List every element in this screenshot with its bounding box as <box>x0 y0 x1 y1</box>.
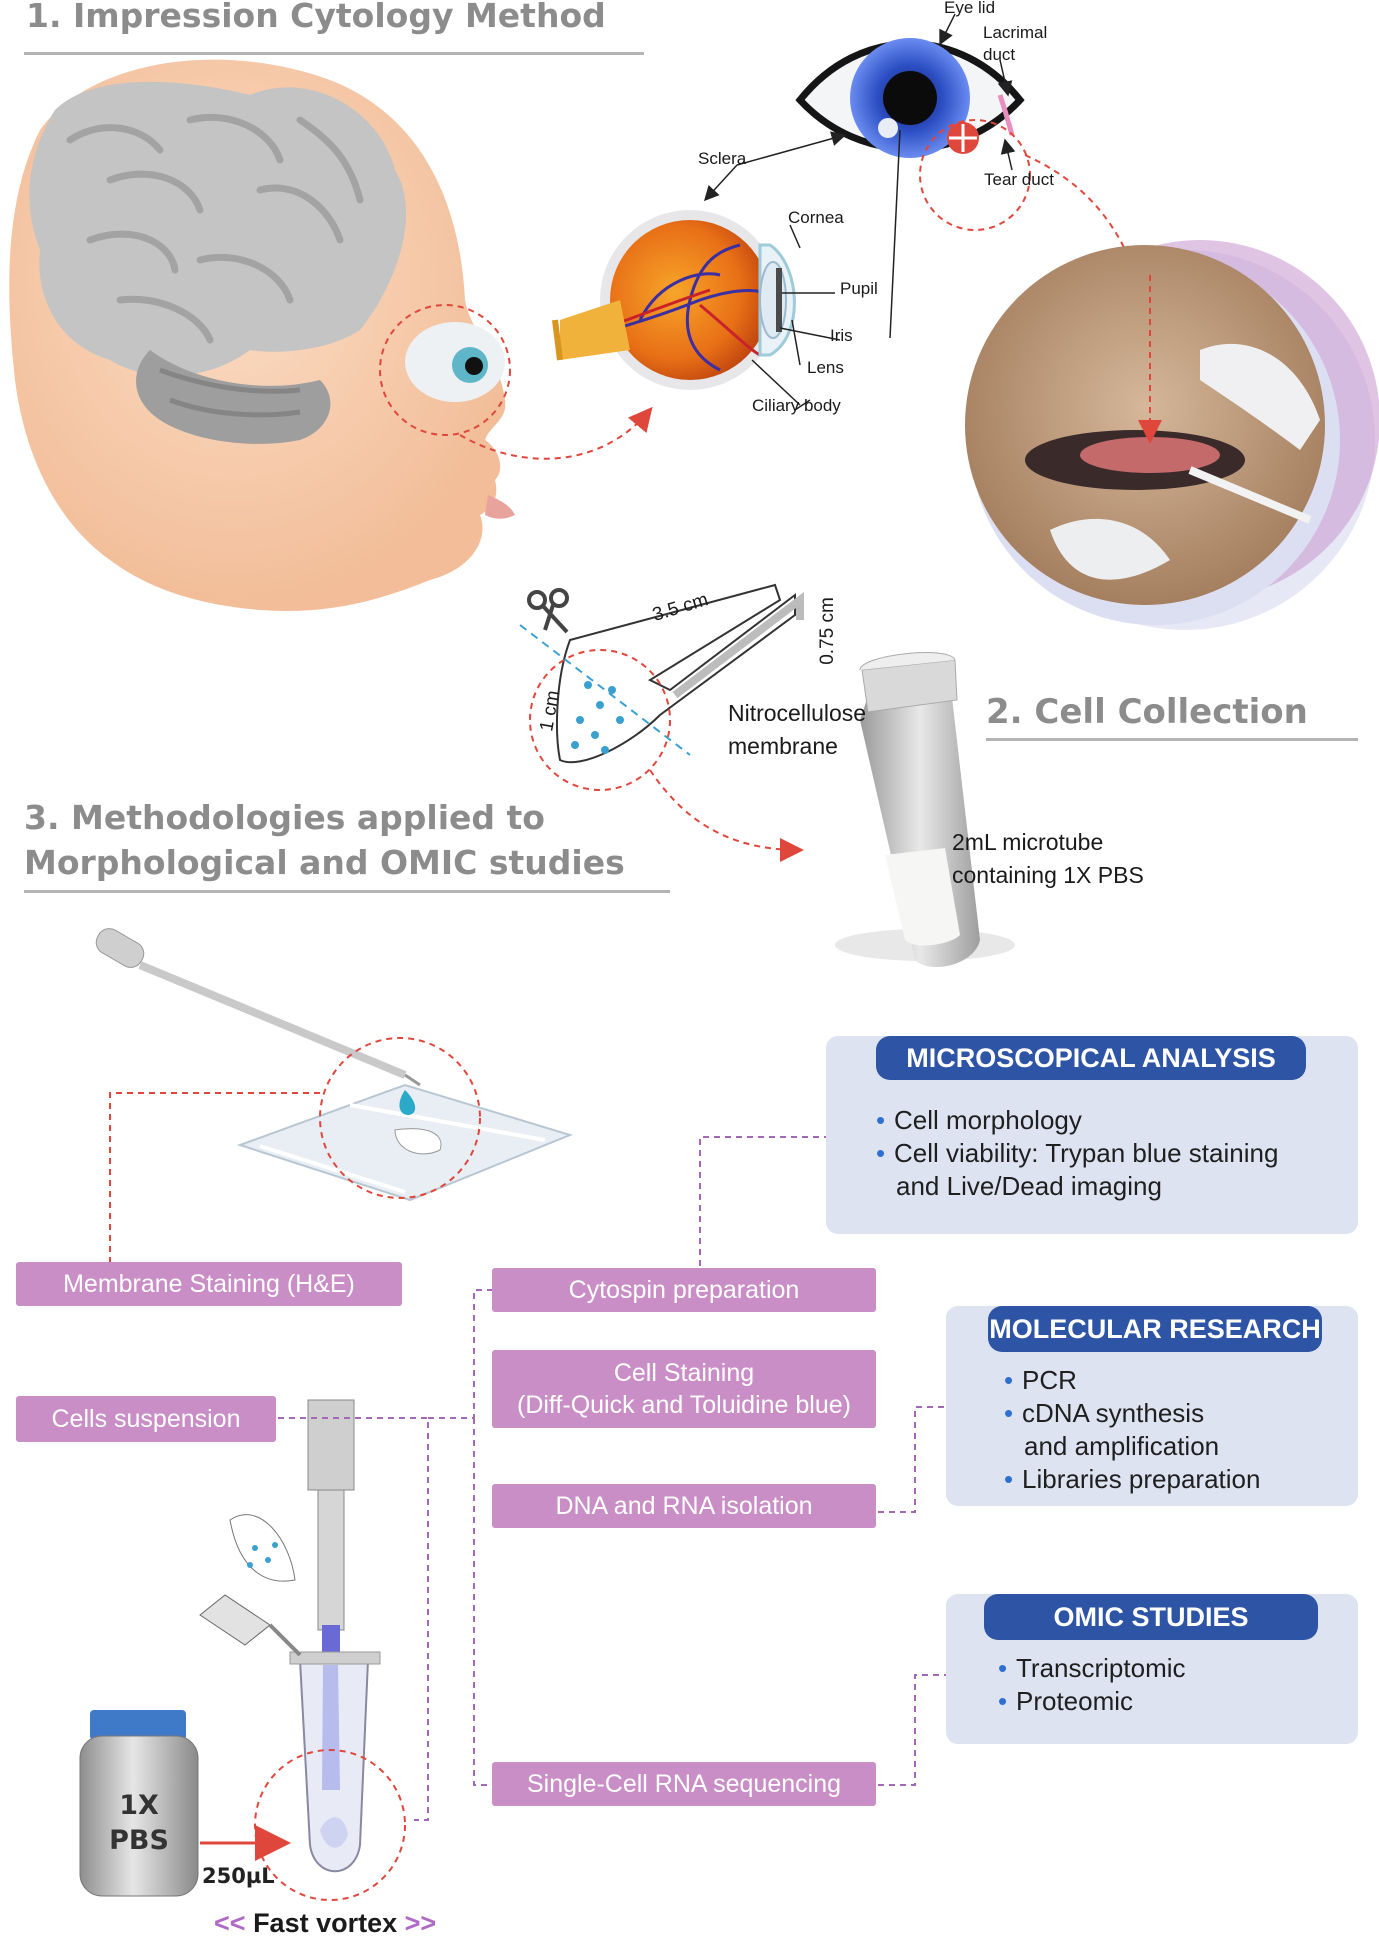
section-title-methodologies: 3. Methodologies applied to Morphologica… <box>24 798 625 882</box>
panel-omic-studies: OMIC STUDIES Transcriptomic Proteomic <box>946 1594 1358 1744</box>
panel-list: Cell morphology Cell viability: Trypan b… <box>876 1104 1278 1203</box>
step-cytospin[interactable]: Cytospin preparation <box>492 1268 876 1312</box>
step-membrane-staining[interactable]: Membrane Staining (H&E) <box>16 1262 402 1306</box>
pbs-volume: 250µL <box>202 1864 275 1888</box>
list-item: Cell viability: Trypan blue staining <box>876 1137 1278 1170</box>
label-eye-lid: Eye lid <box>944 0 996 17</box>
section-title-collection: 2. Cell Collection <box>986 692 1308 732</box>
list-item: and amplification <box>1024 1431 1220 1462</box>
chevrons-right-icon: >> <box>404 1908 437 1938</box>
title-rule <box>986 738 1358 741</box>
panel-title: MOLECULAR RESEARCH <box>988 1306 1322 1352</box>
section-title-impression: 1. Impression Cytology Method <box>26 0 606 35</box>
label-sclera: Sclera <box>698 149 747 168</box>
panel-list: Transcriptomic Proteomic <box>998 1652 1186 1718</box>
pipette-and-slide <box>95 928 573 1202</box>
title-rule <box>24 52 644 55</box>
list-item: Cell morphology <box>876 1104 1278 1137</box>
label-cornea: Cornea <box>788 208 844 227</box>
eyeball-cross-section <box>552 210 796 390</box>
step-cell-staining[interactable]: Cell Staining (Diff-Quick and Toluidine … <box>492 1350 876 1428</box>
list-item: cDNA synthesis <box>1004 1397 1260 1430</box>
nitrocellulose-membrane <box>519 583 804 764</box>
label-iris: Iris <box>830 326 853 345</box>
label-lacrimal-duct: Lacrimal duct <box>983 23 1048 65</box>
panel-title: OMIC STUDIES <box>984 1594 1318 1640</box>
step-cells-suspension[interactable]: Cells suspension <box>16 1396 276 1442</box>
panel-title: MICROSCOPICAL ANALYSIS <box>876 1036 1306 1080</box>
title-rule <box>24 890 670 893</box>
microtube-label: 2mL microtube containing 1X PBS <box>952 829 1144 889</box>
flow-connectors <box>278 1136 946 1821</box>
frontal-eye <box>795 38 1025 158</box>
chevrons-left-icon: << <box>214 1908 246 1938</box>
pbs-bottle-label: 1X PBS <box>109 1790 169 1857</box>
step-single-cell-rna[interactable]: Single-Cell RNA sequencing <box>492 1762 876 1806</box>
label-tear-duct: Tear duct <box>984 170 1054 189</box>
list-item: and Live/Dead imaging <box>896 1171 1162 1202</box>
panel-microscopical-analysis: MICROSCOPICAL ANALYSIS Cell morphology C… <box>826 1036 1358 1234</box>
membrane-width: 0.75 cm <box>816 597 838 665</box>
label-pupil: Pupil <box>840 279 878 298</box>
scissors-icon <box>527 588 569 634</box>
nitrocellulose-label: Nitrocellulose membrane <box>728 700 867 760</box>
microtube-illustration <box>835 652 1015 968</box>
label-pointers <box>703 13 1016 411</box>
list-item: Proteomic <box>998 1685 1186 1718</box>
panel-molecular-research: MOLECULAR RESEARCH PCR cDNA synthesis an… <box>946 1306 1358 1506</box>
panel-list: PCR cDNA synthesis and amplification Lib… <box>1004 1364 1260 1496</box>
head-illustration <box>9 59 515 611</box>
list-item: PCR <box>1004 1364 1260 1397</box>
label-lens: Lens <box>807 358 844 377</box>
label-ciliary-body: Ciliary body <box>752 396 841 415</box>
vortex-setup <box>79 1399 381 1897</box>
list-item: Libraries preparation <box>1004 1463 1260 1496</box>
list-item: Transcriptomic <box>998 1652 1186 1685</box>
cell-collection-photo <box>965 240 1379 630</box>
step-dna-rna-isolation[interactable]: DNA and RNA isolation <box>492 1484 876 1528</box>
vortex-label: << Fast vortex >> <box>214 1908 437 1938</box>
